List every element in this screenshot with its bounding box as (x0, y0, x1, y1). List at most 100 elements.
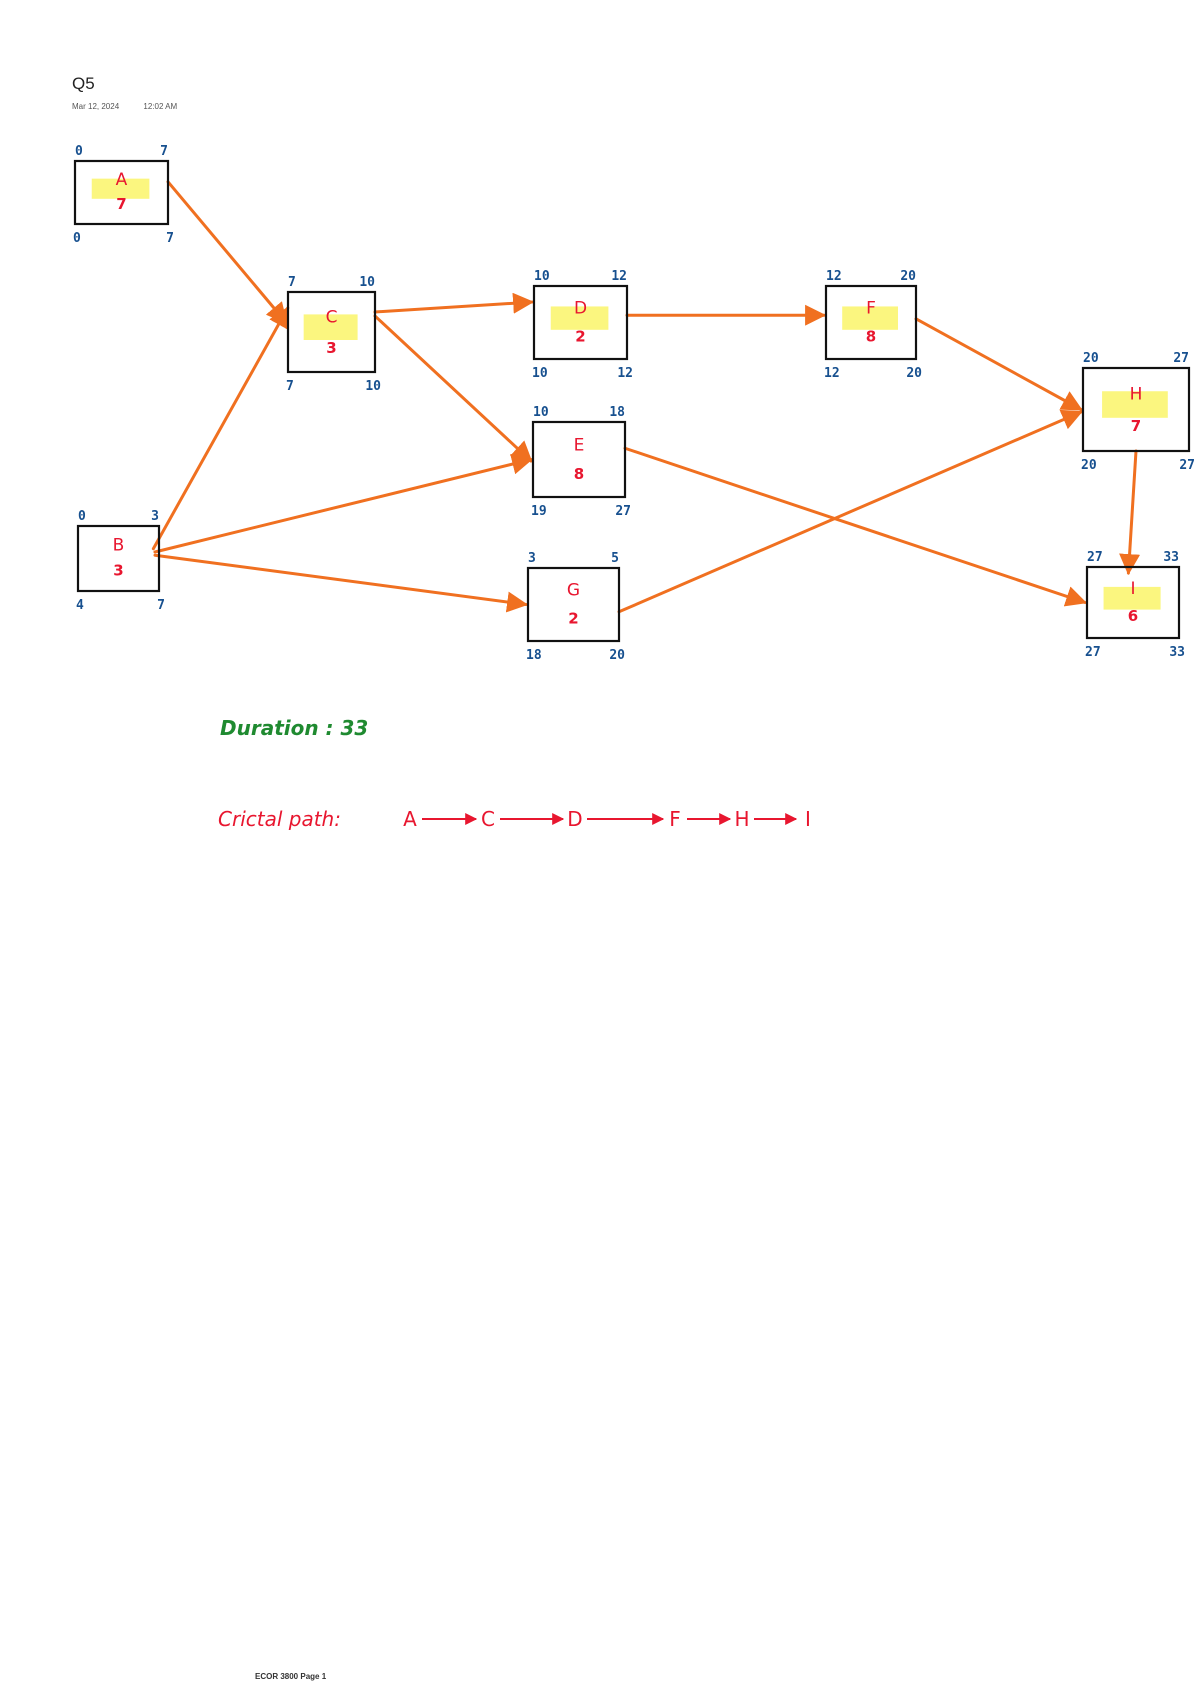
arrow-g-to-h (617, 409, 1083, 614)
activity-duration: 8 (574, 465, 584, 483)
earliest-start: 3 (528, 551, 536, 566)
page-date: Mar 12, 2024 (72, 102, 120, 111)
activity-duration: 3 (113, 561, 123, 579)
activity-box (286, 290, 377, 374)
activity-duration: 3 (326, 339, 336, 357)
page-footer: ECOR 3800 Page 1 (255, 1672, 327, 1681)
activity-label: D (574, 299, 587, 319)
latest-finish: 27 (1179, 458, 1195, 473)
page-timestamp: Mar 12, 2024 12:02 AM (72, 102, 177, 111)
earliest-finish: 18 (609, 405, 625, 420)
earliest-start: 20 (1083, 351, 1099, 366)
critical-highlight (842, 306, 898, 330)
arrow-b-to-g (153, 553, 529, 613)
latest-start: 12 (824, 366, 840, 381)
latest-start: 20 (1081, 458, 1097, 473)
arrow-c-to-e (373, 314, 533, 463)
page-title: Q5 (72, 74, 95, 93)
critical-path-label: Crictal path: (218, 807, 341, 831)
critical-path-node-c: C (481, 807, 495, 831)
critical-highlight (550, 306, 609, 330)
arrow-a-to-c (166, 180, 288, 325)
activity-label: F (866, 299, 876, 319)
critical-path-node-h: H (734, 807, 749, 831)
latest-finish: 33 (1169, 645, 1185, 660)
earliest-start: 10 (533, 405, 549, 420)
earliest-finish: 27 (1173, 351, 1189, 366)
critical-highlight (303, 314, 358, 340)
activity-label: H (1130, 385, 1143, 405)
page-time: 12:02 AM (143, 102, 178, 111)
project-duration-note: Duration : 33 (220, 716, 368, 740)
handwritten-notes: Duration : 33 Crictal path: A C D F H I (218, 716, 811, 831)
arrow-c-to-d (373, 292, 535, 314)
critical-highlight (91, 178, 150, 199)
critical-path-node-i: I (805, 807, 811, 831)
latest-start: 18 (526, 648, 542, 663)
latest-start: 0 (73, 231, 81, 246)
activity-box (532, 284, 629, 361)
earliest-finish: 7 (160, 144, 168, 159)
latest-finish: 20 (609, 648, 625, 663)
earliest-finish: 20 (900, 269, 916, 284)
activity-duration: 2 (568, 609, 578, 627)
latest-start: 10 (532, 366, 548, 381)
earliest-start: 12 (826, 269, 842, 284)
earliest-finish: 33 (1163, 550, 1179, 565)
latest-start: 4 (76, 598, 84, 613)
critical-path-node-f: F (669, 807, 681, 831)
activity-duration: 7 (116, 195, 126, 213)
earliest-start: 0 (75, 144, 83, 159)
activity-box (824, 284, 918, 361)
arrow-h-to-i (1119, 449, 1141, 576)
activity-label: C (326, 307, 338, 327)
activity-box (526, 566, 621, 643)
earliest-finish: 10 (359, 275, 375, 290)
activity-node-e: E 8 10 18 19 27 (531, 405, 631, 519)
activity-label: A (116, 170, 128, 190)
earliest-start: 7 (288, 275, 296, 290)
latest-finish: 27 (615, 504, 631, 519)
arrow-f-to-h (914, 317, 1083, 411)
activity-box (76, 524, 161, 593)
latest-finish: 7 (157, 598, 165, 613)
critical-highlight (1103, 586, 1161, 610)
arrow-b-to-e (153, 453, 534, 554)
latest-finish: 20 (906, 366, 922, 381)
earliest-finish: 12 (611, 269, 627, 284)
earliest-start: 0 (78, 509, 86, 524)
latest-start: 27 (1085, 645, 1101, 660)
activity-box (73, 159, 170, 226)
activity-label: E (574, 436, 585, 456)
activity-label: G (567, 581, 580, 601)
critical-path-node-a: A (403, 807, 417, 831)
critical-highlight (1102, 391, 1168, 418)
activity-label: B (113, 536, 125, 556)
activity-duration: 7 (1131, 417, 1141, 435)
arrow-b-to-c (151, 306, 290, 551)
activity-duration: 6 (1128, 607, 1138, 625)
latest-finish: 7 (166, 231, 174, 246)
earliest-start: 10 (534, 269, 550, 284)
activity-node-a: A 7 0 7 0 7 (73, 144, 174, 246)
activity-node-g: G 2 3 5 18 20 (526, 551, 625, 663)
activity-duration: 2 (575, 327, 585, 345)
activity-node-f: F 8 12 20 12 20 (824, 269, 922, 381)
activity-label: I (1130, 579, 1135, 599)
activity-duration: 8 (866, 327, 876, 345)
latest-start: 19 (531, 504, 547, 519)
dependency-arrows (151, 180, 1141, 614)
earliest-finish: 5 (611, 551, 619, 566)
activity-box (1081, 366, 1191, 453)
activity-box (531, 420, 627, 499)
latest-start: 7 (286, 379, 294, 394)
activity-node-h: H 7 20 27 20 27 (1081, 351, 1195, 473)
critical-path-node-d: D (567, 807, 582, 831)
activity-box (1085, 565, 1181, 640)
arrow-e-to-i (623, 446, 1087, 607)
